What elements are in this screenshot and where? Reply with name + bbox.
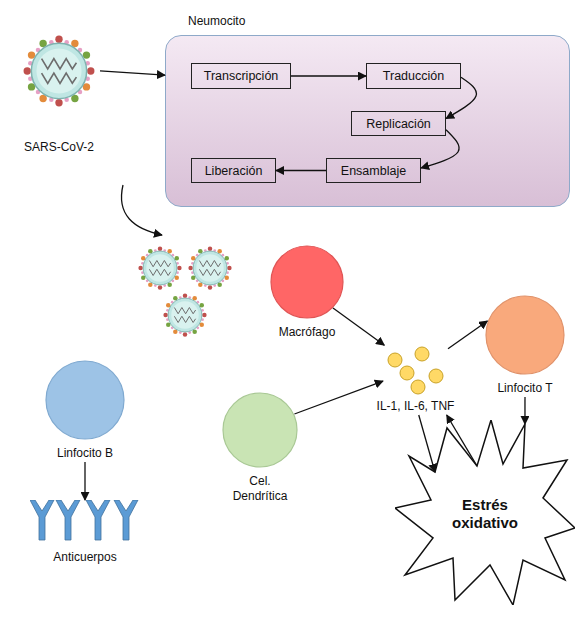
virus-outline bbox=[18, 30, 100, 112]
virus-particle bbox=[138, 246, 181, 289]
node-label: Traducción bbox=[383, 69, 444, 83]
antibody-symbol bbox=[56, 500, 80, 540]
virus-particle bbox=[163, 293, 206, 336]
star-shape bbox=[395, 420, 575, 605]
process-box: Traducción bbox=[366, 63, 461, 89]
cell-body bbox=[46, 361, 124, 439]
release-arrow bbox=[121, 185, 162, 235]
process-box: Transcripción bbox=[191, 63, 291, 89]
node-label: Macrófago bbox=[260, 325, 354, 340]
node-label: Linfocito T bbox=[475, 381, 575, 396]
virus-icon: SARS-CoV-2 bbox=[18, 30, 100, 158]
node-label: Cel. Dendrítica bbox=[222, 474, 298, 504]
cell-panel: NeumocitoTranscripciónTraducciónReplicac… bbox=[165, 35, 570, 207]
cytokine-dot bbox=[400, 366, 414, 380]
node-label: Neumocito bbox=[188, 14, 245, 29]
antibody-outline bbox=[30, 500, 140, 542]
node-label: Linfocito B bbox=[35, 446, 135, 461]
process-box: Liberación bbox=[191, 158, 276, 183]
cell-body bbox=[223, 393, 297, 467]
cell-body bbox=[271, 246, 343, 318]
cell-outline bbox=[45, 360, 125, 440]
node-label: Transcripción bbox=[204, 69, 279, 83]
antibody-group: Anticuerpos bbox=[30, 500, 140, 568]
antibody-symbol bbox=[30, 500, 54, 540]
connector-arrow bbox=[333, 308, 384, 345]
node-label: Estrés oxidativo bbox=[435, 496, 535, 532]
node-label: IL-1, IL-6, TNF bbox=[353, 399, 478, 414]
antibody-symbol bbox=[86, 500, 110, 540]
cell-circle: Cel. Dendrítica bbox=[222, 392, 298, 506]
node-label: SARS-CoV-2 bbox=[8, 140, 110, 155]
cytokine-cluster: IL-1, IL-6, TNF bbox=[383, 343, 448, 415]
cell-circle: Linfocito B bbox=[45, 360, 125, 462]
cytokine-dot bbox=[429, 369, 443, 383]
connector-arrow bbox=[524, 397, 525, 424]
connector-arrow bbox=[100, 71, 165, 75]
cytokine-dot bbox=[388, 353, 402, 367]
cell-body bbox=[486, 296, 564, 374]
node-label: Liberación bbox=[205, 164, 263, 178]
process-box: Replicación bbox=[351, 111, 446, 136]
cytokine-dot bbox=[411, 380, 425, 394]
cytokine-dot bbox=[415, 347, 429, 361]
process-box: Ensamblaje bbox=[326, 158, 421, 183]
cell-circle: Macrófago bbox=[270, 245, 344, 341]
node-label: Anticuerpos bbox=[30, 550, 140, 565]
cell-outline bbox=[270, 245, 344, 319]
cell-circle: Linfocito T bbox=[485, 295, 565, 397]
cell-outline bbox=[485, 295, 565, 375]
cytokine-outline bbox=[383, 343, 448, 397]
cell-outline bbox=[222, 392, 298, 468]
connector-arrow bbox=[84, 462, 85, 500]
connector-arrow bbox=[448, 321, 487, 349]
node-label: Ensamblaje bbox=[341, 164, 406, 178]
antibody-symbol bbox=[114, 500, 138, 540]
burst-star: Estrés oxidativo bbox=[395, 420, 575, 605]
connector-arrow bbox=[294, 381, 383, 414]
node-label: Replicación bbox=[366, 117, 431, 131]
virus-body bbox=[24, 36, 95, 107]
virus-particle bbox=[188, 246, 231, 289]
